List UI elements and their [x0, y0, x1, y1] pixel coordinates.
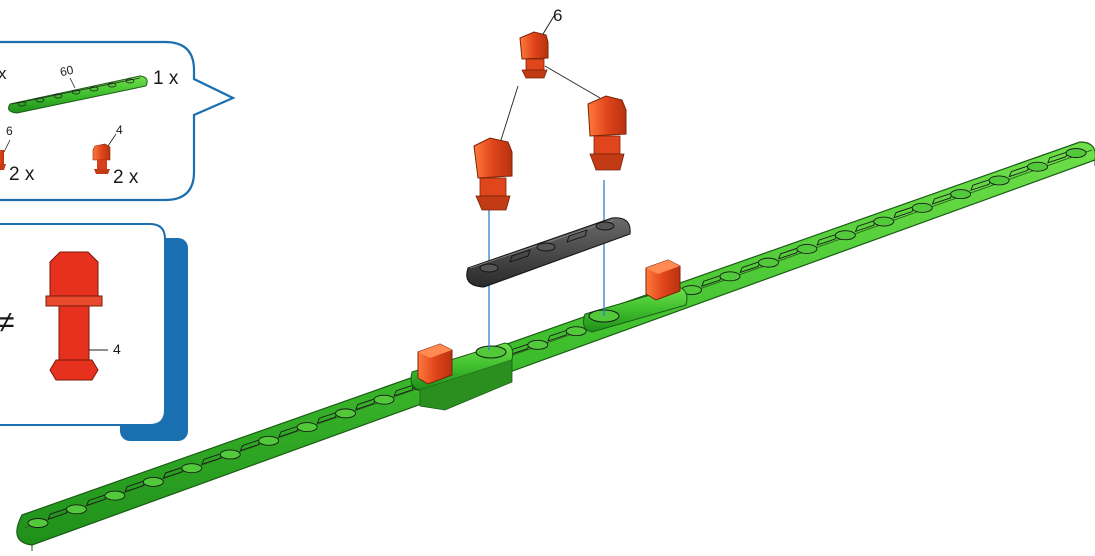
rail-hole	[874, 217, 894, 226]
pointer-lines	[501, 66, 600, 140]
rail-hole	[951, 190, 971, 199]
callout-cut-label: x	[0, 64, 7, 84]
rail-hole	[66, 505, 86, 514]
rail-hole	[720, 272, 740, 281]
rail-hole	[259, 436, 279, 445]
top-part-size-label: 6	[553, 6, 562, 26]
rail-hole	[1066, 149, 1086, 158]
gray-plate-part	[467, 218, 630, 287]
floating-block-left	[474, 138, 512, 210]
rail-hole	[28, 519, 48, 528]
rail-hole	[297, 423, 317, 432]
callout-block-6-size: 6	[6, 124, 13, 138]
callout-block-4-qty: 2 x	[113, 167, 138, 189]
rail-hole	[835, 231, 855, 240]
rail-hole	[912, 203, 932, 212]
rail-hole	[566, 327, 586, 336]
floating-block-right	[588, 96, 626, 170]
rail-hole	[989, 176, 1009, 185]
callout-block-4-size: 4	[116, 123, 123, 137]
not-equal-symbol: ≠	[0, 306, 14, 340]
rail-hole	[1028, 162, 1048, 171]
rail-hole	[105, 491, 125, 500]
callout-rail-qty: 1 x	[153, 68, 178, 90]
rail-hole	[758, 258, 778, 267]
callout-rail-length: 60	[59, 63, 75, 79]
rail-hole	[797, 244, 817, 253]
compare-card-size-label: 4	[113, 341, 121, 357]
rail-hole	[374, 395, 394, 404]
rail-hole	[220, 450, 240, 459]
rail-hole	[182, 464, 202, 473]
rail-hole	[528, 340, 548, 349]
rail-hole	[143, 477, 163, 486]
rail-hole	[336, 409, 356, 418]
compare-card	[0, 224, 188, 441]
callout-block-6-qty: 2 x	[9, 164, 34, 186]
